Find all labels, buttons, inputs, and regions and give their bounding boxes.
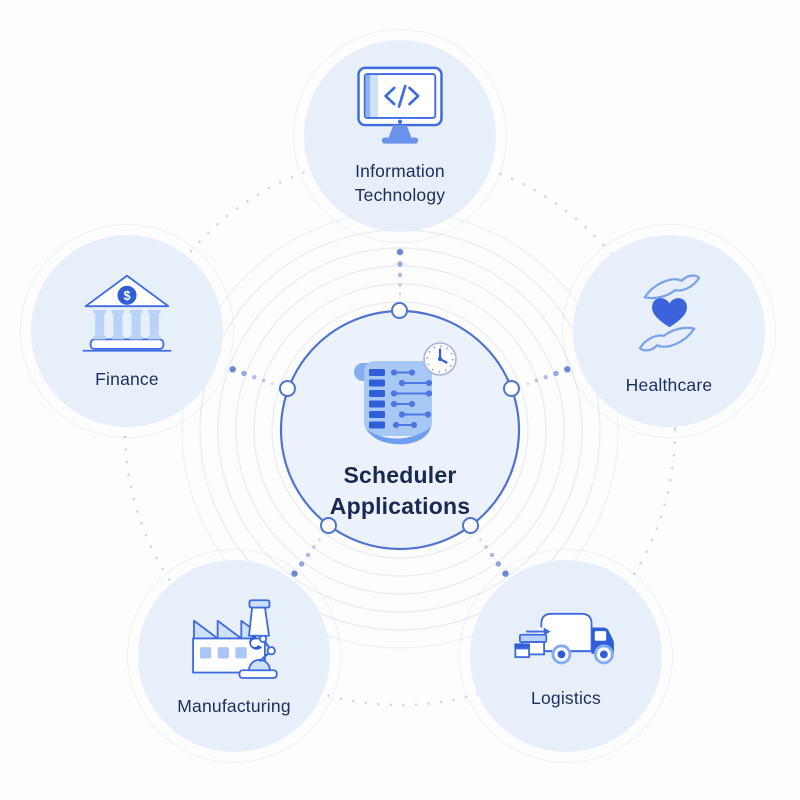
connector-dots-top [396,248,404,296]
dollar-badge: $ [123,288,130,303]
node-circle-information-technology: Information Technology [293,29,507,243]
node-circle-logistics: Logistics [459,549,673,763]
clock [423,342,457,376]
center-node: Scheduler Applications [281,311,519,549]
center-title: Scheduler Applications [329,462,471,519]
node-label: Finance [95,368,159,389]
scroll [354,361,433,445]
bank-dollar-icon: $ [82,274,172,352]
ring-connector-node-right [503,380,520,397]
node-label: Manufacturing [177,695,291,716]
node-circle-finance: $ Finance [20,224,234,438]
connector-dots-finance [229,366,274,385]
ring-connector-node-left [279,380,296,397]
ring-connector-node-top [391,302,408,319]
node-circle-healthcare: Healthcare [562,224,776,438]
scheduler-scroll-clock-icon [354,342,457,445]
node-label: Healthcare [625,375,713,396]
node-label: Information Technology [354,161,446,205]
monitor-code-icon [357,67,443,145]
ring-connector-node-bottom-right [462,517,479,534]
connector-dots [229,248,571,577]
bank-columns [93,309,161,340]
ring-connector-node-bottom-left [320,517,337,534]
node-circle-manufacturing: Manufacturing [127,549,341,763]
cargo-truck-icon [514,613,614,665]
factory-windows [199,647,247,659]
node-label: Logistics [531,688,601,709]
factory-robot-arm-icon [192,599,278,679]
hands-heart-icon [638,274,700,352]
